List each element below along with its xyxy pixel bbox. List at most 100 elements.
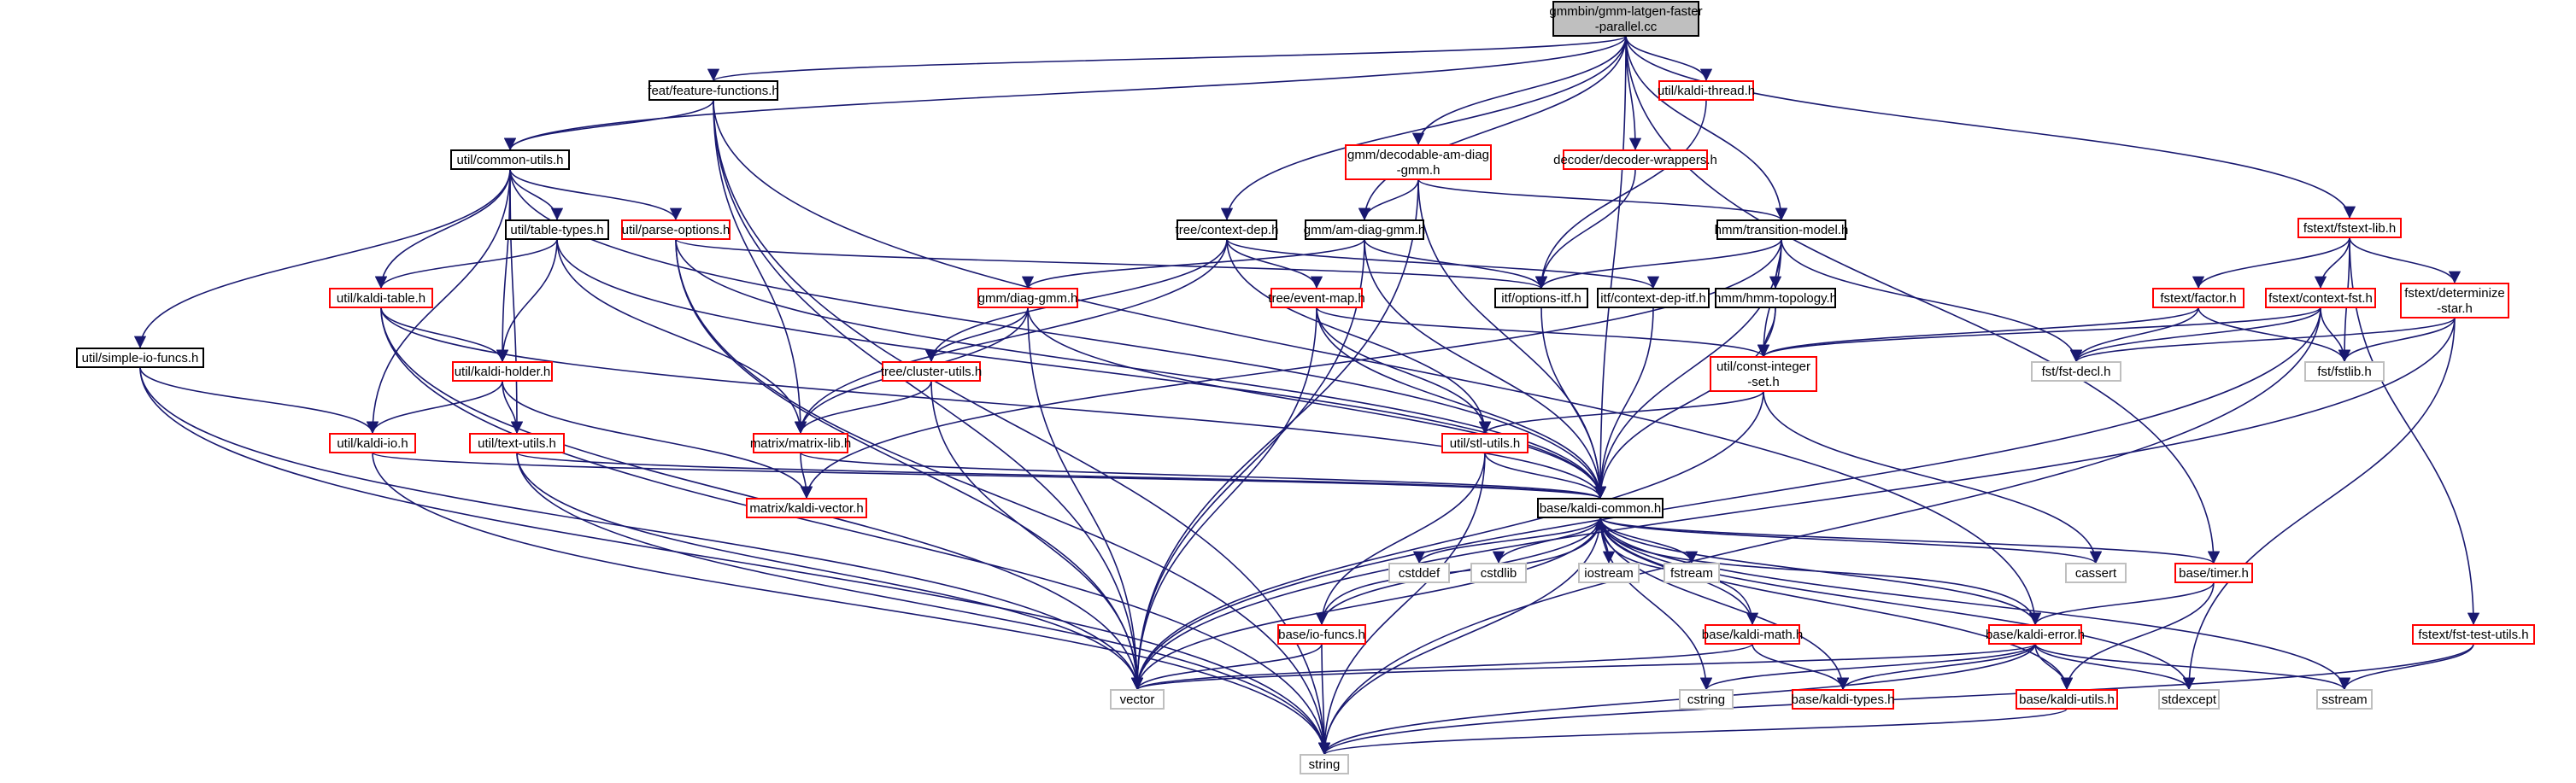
node-label: util/kaldi-holder.h	[455, 365, 551, 379]
node-box	[1300, 754, 1349, 774]
node-tmodel[interactable]: hmm/transition-model.h	[1715, 219, 1849, 240]
node-label: decoder/decoder-wrappers.h	[1553, 153, 1717, 167]
node-kerror[interactable]: base/kaldi-error.h	[1986, 624, 2085, 645]
node-fstlibh: fst/fstlib.h	[2304, 361, 2385, 382]
node-hmmtop[interactable]: hmm/hmm-topology.h	[1714, 288, 1837, 308]
edge-cu-to-ttypes	[509, 168, 564, 221]
node-box	[1658, 80, 1754, 101]
node-box	[2304, 361, 2385, 382]
edge-kmath-to-ktypes	[1752, 643, 1850, 691]
node-label: util/kaldi-io.h	[337, 436, 408, 451]
node-ktypes[interactable]: base/kaldi-types.h	[1792, 689, 1895, 710]
node-label: fstext/determinize	[2404, 286, 2505, 301]
edge-kc-to-string	[1317, 517, 1601, 756]
edge-feat-to-vector	[713, 99, 1144, 691]
node-label: base/kaldi-error.h	[1986, 628, 2085, 642]
node-box	[2400, 283, 2509, 318]
node-kholder[interactable]: util/kaldi-holder.h	[452, 361, 553, 382]
node-label: util/text-utils.h	[478, 436, 556, 451]
node-cstdlib: cstdlib	[1470, 563, 1527, 583]
node-label: util/const-integer	[1716, 359, 1810, 374]
edge-cluster-to-mlib	[794, 380, 932, 435]
edge-ktable-to-string	[380, 307, 1331, 756]
node-box	[469, 433, 565, 453]
node-dgmm[interactable]: gmm/diag-gmm.h	[977, 288, 1078, 308]
edge-kerror-to-sstream	[2034, 643, 2351, 691]
edge-cis-to-cassert	[1763, 390, 2103, 564]
node-ktable[interactable]: util/kaldi-table.h	[329, 288, 433, 308]
edge-fstlib-to-fsttest	[2349, 237, 2480, 626]
edge-kerror-to-kutils	[2034, 643, 2074, 691]
edge-cu-to-kholder	[496, 168, 511, 363]
node-iofuncs[interactable]: base/io-funcs.h	[1277, 624, 1366, 645]
node-box	[1705, 624, 1800, 645]
node-fsttest[interactable]: fstext/fst-test-utils.h	[2412, 624, 2535, 645]
node-label: util/common-utils.h	[456, 153, 563, 167]
edge-kerror-to-cstring	[1700, 643, 2036, 691]
node-label: util/kaldi-thread.h	[1658, 84, 1755, 98]
node-ctxdep[interactable]: tree/context-dep.h	[1176, 219, 1279, 240]
node-box	[1177, 219, 1277, 240]
node-cfst[interactable]: fstext/context-fst.h	[2265, 288, 2376, 308]
edge-kerror-to-stdexcept	[2034, 643, 2196, 691]
node-optitf[interactable]: itf/options-itf.h	[1494, 288, 1588, 308]
node-feat[interactable]: feat/feature-functions.h	[648, 80, 779, 101]
node-textu[interactable]: util/text-utils.h	[469, 433, 565, 453]
node-kthread[interactable]: util/kaldi-thread.h	[1658, 80, 1755, 101]
node-popt[interactable]: util/parse-options.h	[621, 219, 731, 240]
edge-dam-to-amgmm	[1358, 178, 1419, 221]
node-kutils[interactable]: base/kaldi-utils.h	[2016, 689, 2118, 710]
node-kc[interactable]: base/kaldi-common.h	[1537, 498, 1664, 518]
node-ctxitf[interactable]: itf/context-dep-itf.h	[1597, 288, 1710, 308]
node-label: cstddef	[1399, 566, 1441, 581]
node-root[interactable]: gmmbin/gmm-latgen-faster-parallel.cc	[1549, 1, 1703, 37]
edge-cluster-to-vector	[930, 380, 1144, 691]
nodes-layer: gmmbin/gmm-latgen-faster-parallel.cc feat…	[76, 1, 2535, 774]
node-cstddef: cstddef	[1388, 563, 1450, 583]
node-stlu[interactable]: util/stl-utils.h	[1441, 433, 1529, 453]
edge-detstar-to-fstlibh	[2338, 317, 2456, 363]
edge-stlu-to-iofuncs	[1315, 452, 1486, 626]
node-label: cassert	[2075, 566, 2117, 581]
node-box	[1988, 624, 2082, 645]
edge-ktable-to-kc	[380, 307, 1607, 500]
node-detstar[interactable]: fstext/determinize-star.h	[2400, 283, 2509, 318]
node-box	[1494, 288, 1588, 308]
edge-kc-to-timer	[1599, 517, 2220, 564]
node-label: fst/fstlib.h	[2317, 365, 2371, 379]
node-box	[1470, 563, 1527, 583]
node-fstdecl: fst/fst-decl.h	[2031, 361, 2121, 382]
node-amgmm[interactable]: gmm/am-diag-gmm.h	[1304, 219, 1426, 240]
node-ttypes[interactable]: util/table-types.h	[505, 219, 609, 240]
node-label: fstext/fstext-lib.h	[2303, 221, 2396, 236]
node-kmath[interactable]: base/kaldi-math.h	[1702, 624, 1803, 645]
node-box	[2065, 563, 2127, 583]
node-factor[interactable]: fstext/factor.h	[2152, 288, 2244, 308]
node-decw[interactable]: decoder/decoder-wrappers.h	[1553, 149, 1717, 170]
node-mlib[interactable]: matrix/matrix-lib.h	[750, 433, 851, 453]
node-box	[2412, 624, 2535, 645]
node-cassert: cassert	[2065, 563, 2127, 583]
edge-dam-to-tmodel	[1417, 178, 1787, 221]
node-cu[interactable]: util/common-utils.h	[450, 149, 570, 170]
node-iostream: iostream	[1578, 563, 1640, 583]
node-timer[interactable]: base/timer.h	[2174, 563, 2253, 583]
edge-ttypes-to-kholder	[496, 238, 558, 363]
edge-sio-to-vector	[139, 366, 1144, 691]
node-evmap[interactable]: tree/event-map.h	[1268, 288, 1365, 308]
edge-fstlib-to-cfst	[2314, 237, 2350, 289]
node-cluster[interactable]: tree/cluster-utils.h	[881, 361, 982, 382]
node-sio[interactable]: util/simple-io-funcs.h	[76, 348, 204, 368]
node-label: -parallel.cc	[1595, 20, 1658, 34]
edge-sio-to-kio	[139, 366, 379, 435]
node-dam[interactable]: gmm/decodable-am-diag-gmm.h	[1345, 144, 1492, 180]
node-fstlib[interactable]: fstext/fstext-lib.h	[2297, 218, 2402, 238]
node-cis[interactable]: util/const-integer-set.h	[1710, 356, 1817, 392]
node-box	[1270, 288, 1363, 308]
edge-evmap-to-vector	[1130, 307, 1317, 691]
node-box	[1537, 498, 1664, 518]
edge-kc-to-cstddef	[1412, 517, 1601, 564]
node-kvec[interactable]: matrix/kaldi-vector.h	[746, 498, 867, 518]
node-box	[1552, 1, 1699, 37]
node-kio[interactable]: util/kaldi-io.h	[329, 433, 416, 453]
